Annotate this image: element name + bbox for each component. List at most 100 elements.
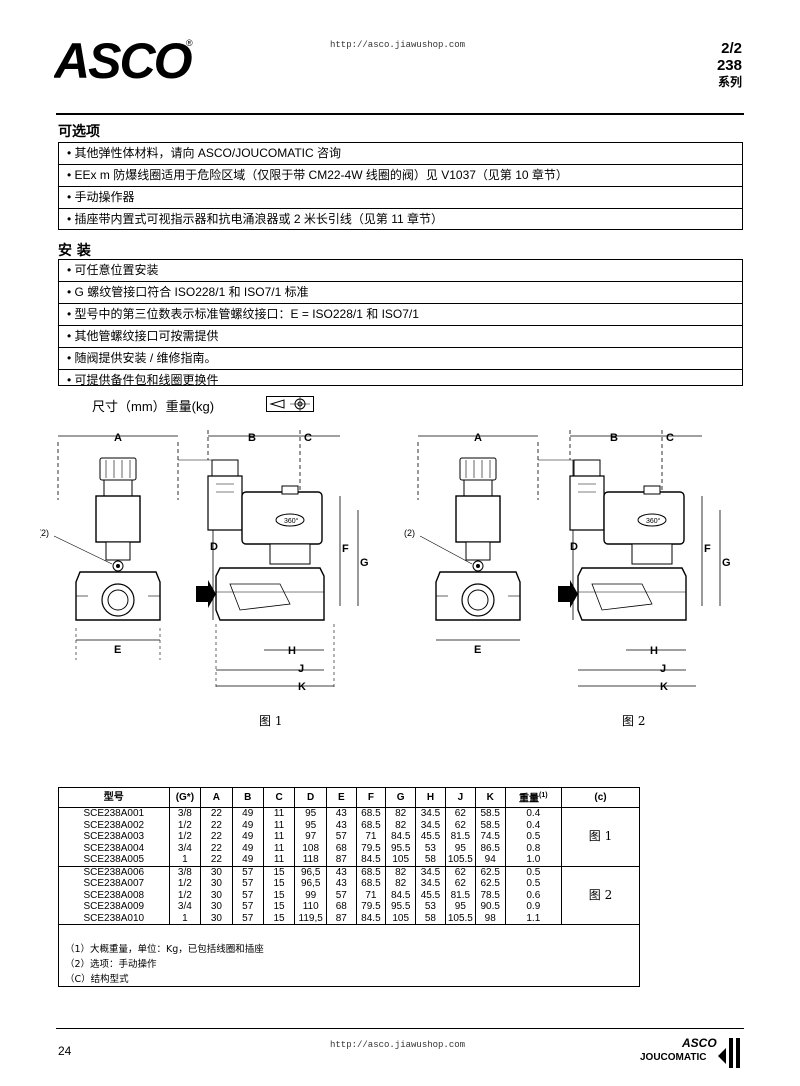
table-cell: 53	[415, 901, 446, 913]
table-cell: 0.5	[504, 831, 562, 843]
cell-model: SCE238A002	[83, 819, 145, 831]
table-cell: 15	[262, 912, 295, 926]
table-cell: 58	[415, 912, 446, 926]
options-item: • 插座带内置式可视指示器和抗电涌浪器或 2 米长引线（见第 11 章节）	[67, 212, 444, 226]
construction-figure-cell: 图 2	[561, 889, 639, 902]
table-cell: 86.5	[474, 842, 506, 855]
table-cell: 3/8	[168, 866, 201, 879]
table-cell: 87	[326, 912, 357, 926]
dimensions-title: 尺寸（mm）重量(kg)	[92, 399, 215, 414]
table-cell: 1.0	[504, 854, 562, 867]
table-cell: 90.5	[474, 901, 506, 913]
table-cell: 58.5	[474, 807, 506, 820]
table-cell: 84.5	[385, 831, 416, 843]
spec-table: 型号 (G*) A B C D E F G H J K 重量(1) (c) SC…	[59, 788, 639, 926]
table-cell: 105	[385, 854, 416, 867]
table-cell: 71	[355, 889, 386, 902]
table-cell: 97	[294, 831, 327, 843]
construction-figure-cell	[561, 819, 639, 832]
dim-label-e: E	[114, 644, 121, 656]
col-a: A	[200, 788, 233, 809]
footer-rule	[56, 1028, 744, 1029]
dim-label-option-2-fig2: (2)	[404, 528, 415, 538]
table-cell: 30	[200, 912, 233, 926]
options-item: • 其他弹性体材料，请向 ASCO/JOUCOMATIC 咨询	[59, 143, 742, 165]
install-item: • 可提供备件包和线圈更换件	[67, 373, 219, 387]
table-cell: 15	[262, 866, 295, 879]
figure-1-caption: 图 1	[259, 714, 283, 728]
table-cell: 68.5	[355, 819, 386, 832]
table-cell: 22	[200, 831, 233, 843]
dim-label-c-fig2: C	[666, 432, 674, 444]
table-cell: 49	[231, 831, 264, 843]
dim-label-d-fig2: D	[570, 541, 578, 553]
table-cell: 105.5	[444, 854, 476, 867]
rotation-label-fig2: 360°	[646, 517, 661, 525]
table-cell: 0.5	[504, 866, 562, 879]
table-cell: 82	[385, 866, 416, 879]
dim-label-b: B	[248, 432, 256, 444]
table-cell: 49	[231, 854, 264, 867]
col-g: (G*)	[168, 788, 201, 809]
install-item: • 可任意位置安装	[59, 260, 742, 282]
dim-label-a-fig2: A	[474, 432, 482, 444]
page-number: 24	[58, 1044, 72, 1058]
table-cell: 11	[262, 842, 295, 855]
col-construction: (c)	[561, 788, 639, 809]
table-cell: 45.5	[415, 831, 446, 843]
table-cell: 15	[262, 889, 295, 902]
note-2: （2）选项：手动操作	[65, 959, 157, 970]
table-cell: 43	[326, 807, 357, 820]
table-cell: 68.5	[355, 866, 386, 879]
table-cell: 57	[231, 866, 264, 879]
dim-label-k: K	[298, 681, 306, 693]
table-cell: 57	[231, 901, 264, 913]
table-cell: 1/2	[168, 819, 201, 832]
table-cell: 84.5	[385, 889, 416, 902]
options-item: • EEx m 防爆线圈适用于危险区域（仅限于带 CM22-4W 线圈的阀）见 …	[59, 165, 742, 187]
table-cell: 71	[355, 831, 386, 843]
col-e: E	[326, 788, 357, 809]
options-box: • 其他弹性体材料，请向 ASCO/JOUCOMATIC 咨询 • EEx m …	[58, 142, 743, 230]
col-j: J	[444, 788, 476, 809]
col-f: F	[355, 788, 386, 809]
table-cell: 30	[200, 878, 233, 890]
table-cell: 87	[326, 854, 357, 867]
table-cell: 62	[444, 878, 476, 890]
col-model: 型号	[59, 788, 170, 809]
cell-model: SCE238A008	[83, 889, 145, 901]
spec-table-box: 型号 (G*) A B C D E F G H J K 重量(1) (c) SC…	[58, 787, 640, 987]
table-cell: 58	[415, 854, 446, 867]
table-cell: 68.5	[355, 878, 386, 890]
footer-brand-asco: ASCO	[682, 1036, 717, 1050]
install-item: • G 螺纹管接口符合 ISO228/1 和 ISO7/1 标准	[59, 282, 742, 304]
footer-brand-joucomatic: JOUCOMATIC	[640, 1052, 707, 1063]
table-cell: 57	[326, 831, 357, 843]
table-cell: 34.5	[415, 807, 446, 820]
table-cell: 82	[385, 819, 416, 832]
table-cell: 43	[326, 878, 357, 890]
install-item: • 型号中的第三位数表示标准管螺纹接口：E = ISO228/1 和 ISO7/…	[59, 304, 742, 326]
construction-figure-cell	[561, 866, 639, 879]
table-cell: 3/8	[168, 807, 201, 820]
col-k: K	[474, 788, 506, 809]
logo-text: ASCO	[54, 36, 193, 84]
table-cell: 68	[326, 901, 357, 913]
asco-logo: ASCO ®	[54, 36, 195, 84]
construction-figure-cell	[561, 912, 639, 926]
table-cell: 57	[231, 912, 264, 926]
table-cell: 0.8	[504, 842, 562, 855]
table-cell: 79.5	[355, 901, 386, 913]
construction-figure-cell	[561, 854, 639, 867]
dim-label-h: H	[288, 645, 296, 657]
construction-figure-cell	[561, 878, 639, 890]
dimension-drawings: A D (2) E B C 360° F G H J K	[40, 430, 731, 693]
dim-label-j-fig2: J	[660, 663, 666, 675]
cell-model: SCE238A005	[59, 854, 170, 867]
